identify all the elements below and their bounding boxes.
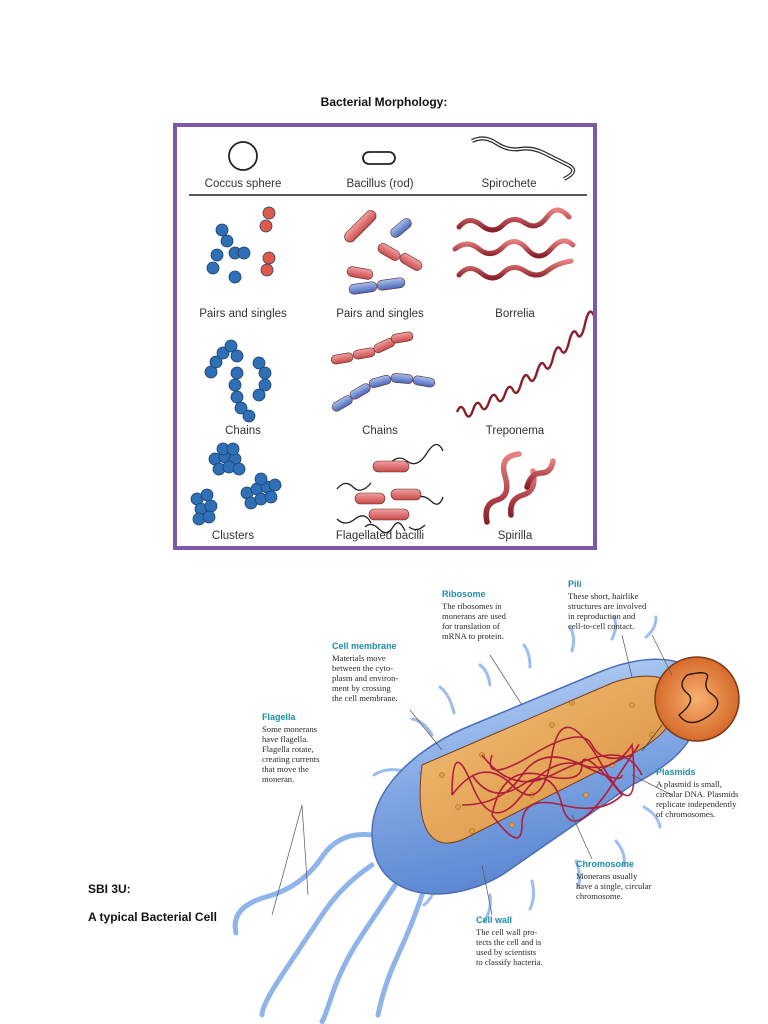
svg-text:that move the: that move the <box>262 764 309 774</box>
spirochete-shape-icon <box>471 136 576 181</box>
label-ribosome: Ribosome The ribosomes in monerans are u… <box>442 589 507 641</box>
svg-text:A plasmid is small,: A plasmid is small, <box>656 779 722 789</box>
cell-subtitle: A typical Bacterial Cell <box>88 910 217 924</box>
label-bacilli-pairs: Pairs and singles <box>336 308 424 320</box>
svg-text:These short, hairlike: These short, hairlike <box>568 591 639 601</box>
chromosome-icon <box>451 726 643 839</box>
bacilli-chains-icon <box>330 331 436 412</box>
svg-text:The ribosomes in: The ribosomes in <box>442 601 502 611</box>
svg-text:used by scientists: used by scientists <box>476 947 537 957</box>
label-cocci-pairs: Pairs and singles <box>199 308 287 320</box>
svg-text:of chromosomes.: of chromosomes. <box>656 809 715 819</box>
cocci-clusters-icon <box>190 442 282 526</box>
course-code: SBI 3U: <box>88 882 131 896</box>
header-spirochete: Spirochete <box>482 178 537 190</box>
morphology-chart: Coccus sphere Bacillus (rod) Spirochete … <box>173 123 597 550</box>
label-flagella: Flagella Some monerans have flagella. Fl… <box>262 712 320 784</box>
svg-text:Some monerans: Some monerans <box>262 724 318 734</box>
svg-text:replicate independently: replicate independently <box>656 799 737 809</box>
label-cell-wall: Cell wall The cell wall pro- tects the c… <box>476 915 543 967</box>
svg-text:Cell membrane: Cell membrane <box>332 641 397 651</box>
svg-text:structures are involved: structures are involved <box>568 601 647 611</box>
label-spirilla: Spirilla <box>498 530 533 542</box>
bacillus-shape-icon <box>362 151 396 165</box>
spirilla-icon <box>483 451 556 525</box>
morphology-illustration: Coccus sphere Bacillus (rod) Spirochete … <box>189 136 593 542</box>
svg-text:Ribosome: Ribosome <box>442 589 486 599</box>
label-cocci-clusters: Clusters <box>212 530 254 542</box>
svg-text:the cell membrane.: the cell membrane. <box>332 693 398 703</box>
bacterial-cell-illustration: Ribosome The ribosomes in monerans are u… <box>232 579 740 1024</box>
svg-text:Materials move: Materials move <box>332 653 386 663</box>
page-title: Bacterial Morphology: <box>320 95 448 109</box>
svg-text:circular DNA. Plasmids: circular DNA. Plasmids <box>656 789 739 799</box>
label-cocci-chains: Chains <box>225 425 261 437</box>
svg-text:creating currents: creating currents <box>262 754 320 764</box>
svg-text:tects the cell and is: tects the cell and is <box>476 937 542 947</box>
label-chromosome: Chromosome Monerans usually have a singl… <box>576 859 652 901</box>
label-pili: Pili These short, hairlike structures ar… <box>568 579 647 631</box>
svg-text:for translation of: for translation of <box>442 621 500 631</box>
svg-text:Chromosome: Chromosome <box>576 859 634 869</box>
svg-text:Pili: Pili <box>568 579 582 589</box>
flagellated-bacilli-icon <box>336 443 444 534</box>
svg-text:to classify bacteria.: to classify bacteria. <box>476 957 543 967</box>
svg-text:The cell wall pro-: The cell wall pro- <box>476 927 537 937</box>
svg-text:Plasmids: Plasmids <box>656 767 696 777</box>
svg-text:in reproduction and: in reproduction and <box>568 611 636 621</box>
cocci-chains-icon <box>204 339 272 423</box>
svg-text:between the cyto-: between the cyto- <box>332 663 393 673</box>
label-flagellated-bacilli: Flagellated bacilli <box>336 530 424 542</box>
label-treponema: Treponema <box>486 425 545 437</box>
svg-text:monerans are used: monerans are used <box>442 611 507 621</box>
bacilli-pairs-icon <box>344 210 423 295</box>
cocci-pairs-icon <box>206 206 276 284</box>
header-bacillus: Bacillus (rod) <box>346 178 413 190</box>
svg-text:have a single, circular: have a single, circular <box>576 881 652 891</box>
svg-text:Flagella: Flagella <box>262 712 297 722</box>
label-plasmids: Plasmids A plasmid is small, circular DN… <box>656 767 739 819</box>
header-coccus: Coccus sphere <box>205 178 282 190</box>
svg-text:Cell wall: Cell wall <box>476 915 512 925</box>
flagella-icon <box>232 832 425 1024</box>
coccus-shape-icon <box>228 141 258 171</box>
svg-text:mRNA to protein.: mRNA to protein. <box>442 631 504 641</box>
label-cell-membrane: Cell membrane Materials move between the… <box>332 641 398 703</box>
label-borrelia: Borrelia <box>495 308 535 320</box>
svg-text:Monerans usually: Monerans usually <box>576 871 638 881</box>
svg-text:chromosome.: chromosome. <box>576 891 623 901</box>
svg-text:Flagella rotate,: Flagella rotate, <box>262 744 314 754</box>
svg-text:plasm and environ-: plasm and environ- <box>332 673 398 683</box>
svg-text:cell-to-cell contact.: cell-to-cell contact. <box>568 621 634 631</box>
treponema-icon <box>455 310 593 418</box>
svg-text:moneran.: moneran. <box>262 774 294 784</box>
cytoplasm <box>419 675 679 844</box>
borrelia-icon <box>452 207 576 281</box>
svg-text:have flagella.: have flagella. <box>262 734 308 744</box>
label-bacilli-chains: Chains <box>362 425 398 437</box>
plasmid-inset <box>641 656 740 752</box>
svg-text:ment by crossing: ment by crossing <box>332 683 391 693</box>
